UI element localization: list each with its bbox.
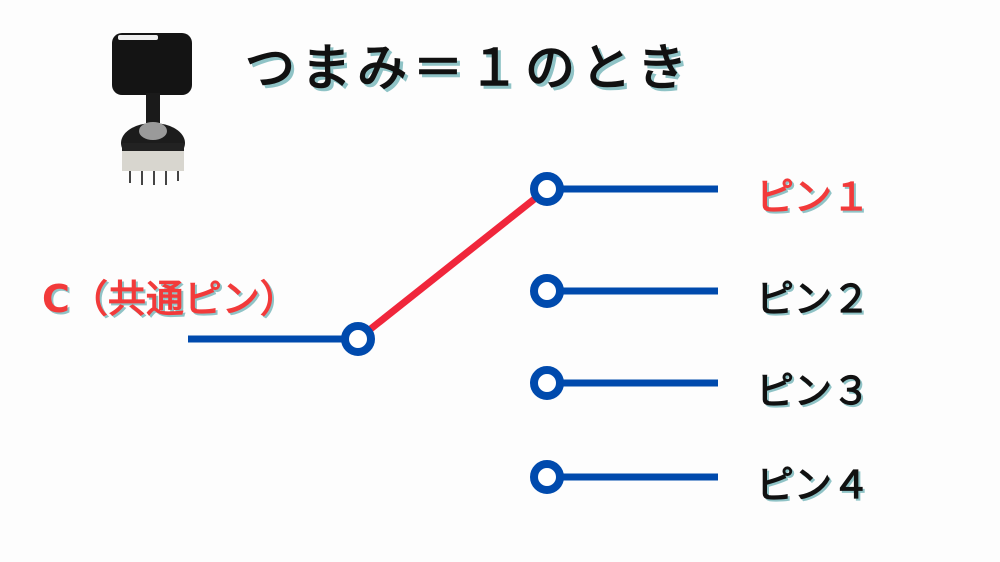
pin-4-wire [530,460,718,494]
common-terminal [341,322,375,356]
pin-2-label: ピン２ [756,277,871,321]
pin-4-label: ピン４ [756,463,871,507]
pin-2-wire [530,274,718,308]
pin-1-label: ピン１ [756,175,871,219]
rotary-switch-image [100,25,210,195]
pin-1-wire [530,172,718,206]
pin-3-wire [530,366,718,400]
page-title: つまみ＝１のとき [245,39,693,97]
common-pin-label: C（共通ピン） [42,277,298,321]
pin-3-label: ピン３ [756,369,871,413]
active-contact-arm [355,186,550,342]
